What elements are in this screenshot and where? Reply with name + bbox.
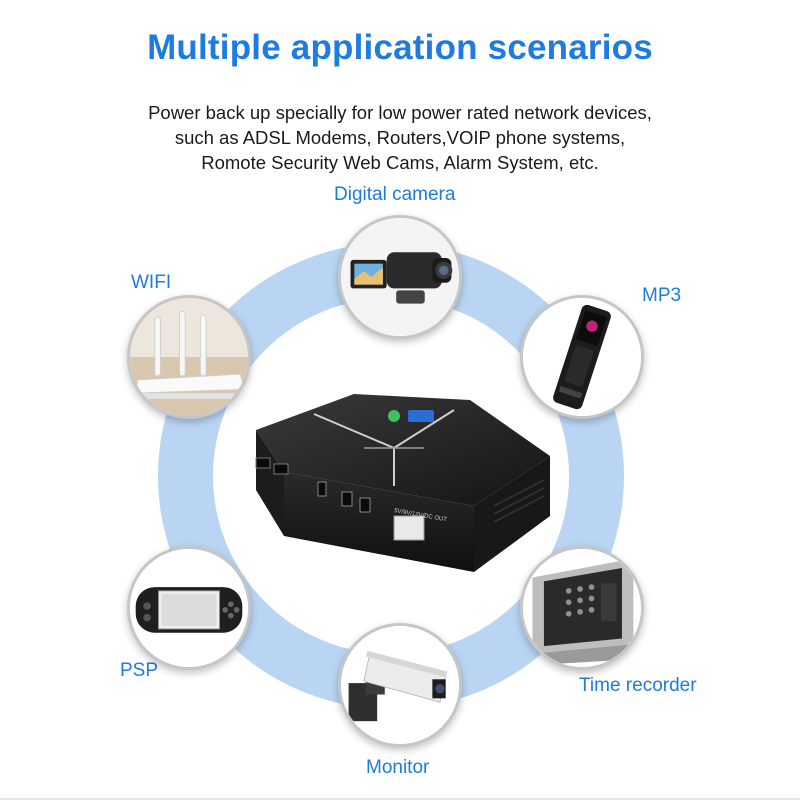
label-wifi: WIFI [131,272,172,293]
wifi-node [127,295,251,419]
mini-ups-device: 5V/9V/12V/DC OUT [244,386,564,576]
description-line-2: such as ADSL Modems, Routers,VOIP phone … [174,127,626,148]
mp3-node [520,295,644,419]
label-mp3: MP3 [642,285,682,306]
label-digital-camera: Digital camera [334,184,456,205]
page-title: Multiple application scenarios [147,28,653,67]
psp-node [127,546,251,670]
digital-camera-icon [341,218,459,336]
time-recorder-node [520,546,644,670]
bottom-divider [0,798,800,800]
label-monitor: Monitor [366,757,430,778]
wifi-router-icon [130,298,248,416]
description: Power back up specially for low power ra… [0,100,800,175]
monitor-node [338,623,462,747]
description-line-1: Power back up specially for low power ra… [148,102,652,123]
label-time-recorder: Time recorder [579,675,697,696]
time-recorder-icon [523,549,641,667]
digital-camera-node [338,215,462,339]
psp-console-icon [130,549,248,667]
mini-ups-device-icon: 5V/9V/12V/DC OUT [255,394,550,572]
mp3-player-icon [523,298,641,416]
security-camera-icon [341,626,459,744]
description-line-3: Romote Security Web Cams, Alarm System, … [201,152,599,173]
label-psp: PSP [120,660,159,681]
